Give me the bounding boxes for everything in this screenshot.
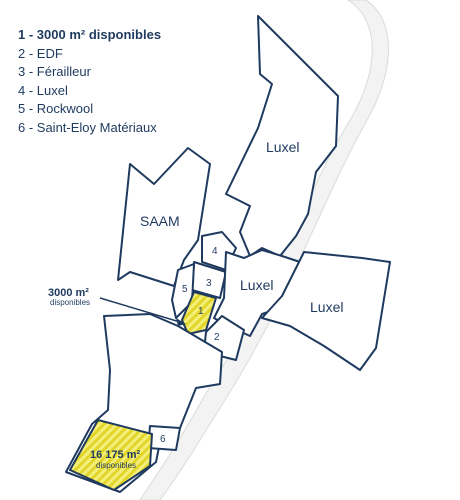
parcel-luxel-right[interactable] bbox=[261, 251, 391, 371]
callout-arrow bbox=[99, 297, 181, 323]
label-luxel-right: Luxel bbox=[310, 299, 343, 315]
label-parcel-1: 1 bbox=[198, 306, 204, 317]
road bbox=[139, 0, 389, 500]
legend-item-6: 6 - Saint-Eloy Matériaux bbox=[18, 119, 157, 135]
label-luxel-mid: Luxel bbox=[240, 277, 273, 293]
parcel-luxel-top[interactable] bbox=[225, 15, 339, 257]
callout-big-area: 16 175 m² bbox=[90, 449, 140, 461]
callout-arrowhead bbox=[176, 318, 186, 326]
legend-item-3: 3 - Férailleur bbox=[18, 64, 91, 79]
legend-item-4: 4 - Luxel bbox=[18, 82, 68, 98]
label-saam: SAAM bbox=[140, 213, 180, 229]
label-parcel-6: 6 bbox=[160, 434, 166, 445]
callout-small-sub: disponibles bbox=[50, 298, 90, 307]
parcel-16175-available[interactable] bbox=[69, 419, 153, 491]
legend-item-1: 1 - 3000 m² disponibles bbox=[18, 27, 162, 42]
parcel-saam[interactable] bbox=[117, 147, 211, 287]
legend-item-5: 5 - Rockwool bbox=[18, 101, 94, 116]
label-parcel-5: 5 bbox=[182, 284, 188, 295]
label-luxel-top: Luxel bbox=[266, 139, 299, 155]
label-parcel-3: 3 bbox=[206, 278, 212, 289]
label-parcel-4: 4 bbox=[212, 246, 218, 257]
map-legend: 1 - 3000 m² disponibles 2 - EDF 3 - Féra… bbox=[18, 26, 161, 137]
callout-small-area: 3000 m² bbox=[48, 287, 89, 299]
callout-big-sub: disponibles bbox=[96, 461, 136, 470]
label-parcel-2: 2 bbox=[214, 332, 220, 343]
legend-item-2: 2 - EDF bbox=[18, 45, 63, 61]
parcel-1-available[interactable] bbox=[181, 291, 217, 335]
